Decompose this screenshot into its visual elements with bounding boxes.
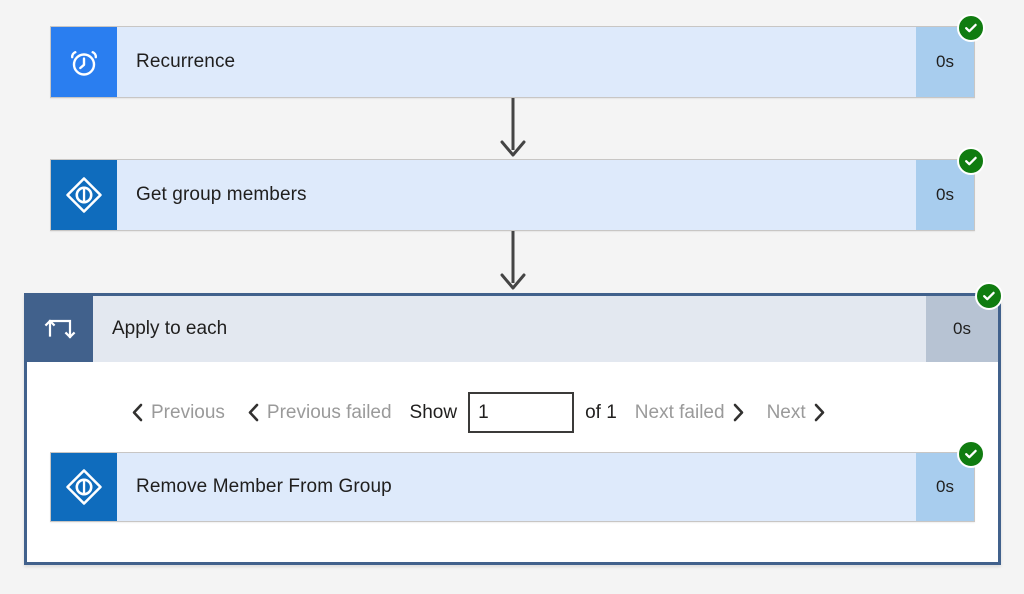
azure-active-directory-icon — [51, 160, 117, 230]
pager-of-label: of 1 — [585, 402, 617, 424]
azure-active-directory-icon — [51, 453, 117, 521]
action-title: Get group members — [117, 160, 916, 230]
pager-next-label: Next — [767, 402, 806, 424]
check-circle-icon — [975, 282, 1003, 310]
scope-pager: Previous Previous failed Show of 1 Next — [131, 392, 826, 433]
scope-header[interactable]: Apply to each 0s — [27, 296, 998, 362]
chevron-right-icon — [813, 403, 826, 422]
check-circle-icon — [957, 147, 985, 175]
action-card-get-group-members[interactable]: Get group members 0s — [50, 159, 975, 231]
check-circle-icon — [957, 14, 985, 42]
arrow-down-icon — [493, 98, 533, 160]
action-title: Remove Member From Group — [117, 453, 916, 521]
scope-apply-to-each[interactable]: Apply to each 0s Previous — [24, 293, 1001, 565]
pager-previous-button[interactable]: Previous — [131, 402, 225, 424]
action-title: Recurrence — [117, 27, 916, 97]
chevron-right-icon — [732, 403, 745, 422]
pager-next-failed-label: Next failed — [635, 402, 725, 424]
pager-show-label: Show — [410, 402, 458, 424]
pager-previous-failed-button[interactable]: Previous failed — [247, 402, 392, 424]
action-card-remove-member-from-group[interactable]: Remove Member From Group 0s — [50, 452, 975, 522]
arrow-down-icon — [493, 231, 533, 293]
action-card-recurrence[interactable]: Recurrence 0s — [50, 26, 975, 98]
pager-index-input[interactable] — [468, 392, 574, 433]
scope-title: Apply to each — [93, 296, 926, 362]
pager-next-failed-button[interactable]: Next failed — [635, 402, 745, 424]
alarm-clock-icon — [51, 27, 117, 97]
loop-arrows-icon — [27, 296, 93, 362]
chevron-left-icon — [247, 403, 260, 422]
pager-next-button[interactable]: Next — [767, 402, 826, 424]
check-circle-icon — [957, 440, 985, 468]
pager-previous-label: Previous — [151, 402, 225, 424]
pager-previous-failed-label: Previous failed — [267, 402, 392, 424]
chevron-left-icon — [131, 403, 144, 422]
